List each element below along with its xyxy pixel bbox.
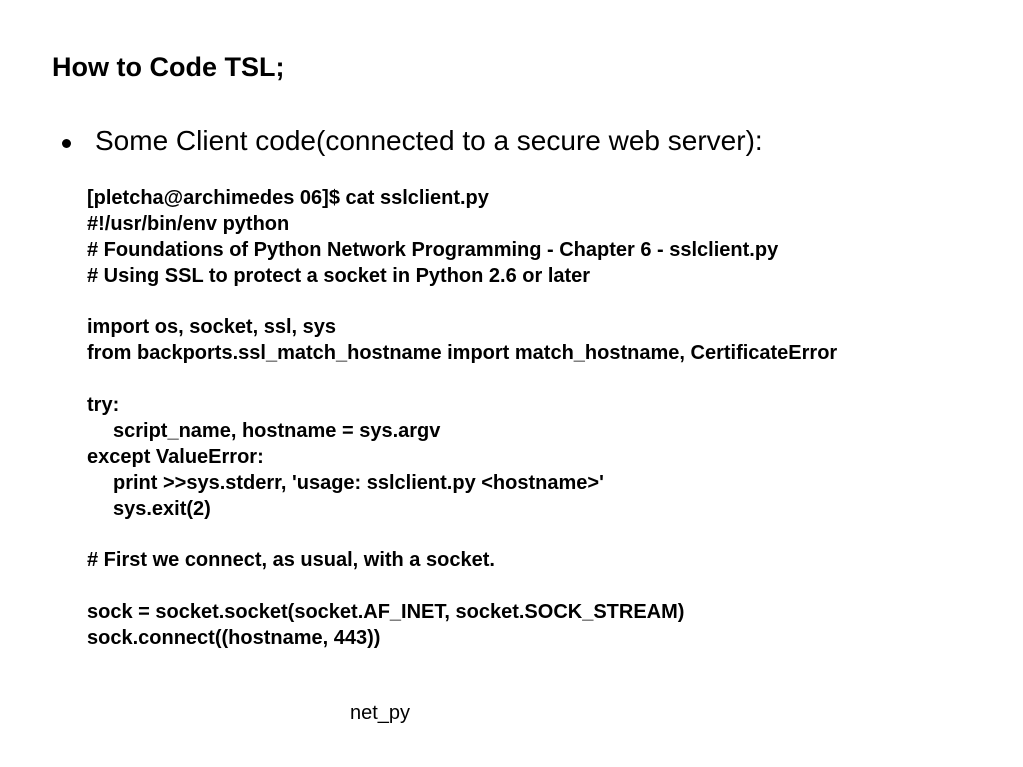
code-line: # Foundations of Python Network Programm… <box>87 238 779 261</box>
code-line: sock.connect((hostname, 443)) <box>87 627 381 650</box>
code-line-indented: sys.exit(2) <box>113 497 211 520</box>
code-line: except ValueError: <box>87 445 264 468</box>
slide-title: How to Code TSL; <box>52 52 285 82</box>
code-line: #!/usr/bin/env python <box>87 212 290 235</box>
code-line: sock = socket.socket(socket.AF_INET, soc… <box>87 601 685 624</box>
code-line: # Using SSL to protect a socket in Pytho… <box>87 264 591 287</box>
bullet-text: Some Client code(connected to a secure w… <box>95 125 763 156</box>
code-line: try: <box>87 394 120 417</box>
slide-footer: net_py <box>350 702 411 724</box>
bullet-dot-icon <box>62 139 71 148</box>
blank-line <box>87 523 837 549</box>
blank-line <box>87 290 837 316</box>
code-line-indented: print >>sys.stderr, 'usage: sslclient.py… <box>113 471 604 494</box>
blank-line <box>87 574 837 600</box>
blank-line <box>87 367 837 393</box>
code-line: from backports.ssl_match_hostname import… <box>87 342 838 365</box>
code-listing: [pletcha@archimedes 06]$ cat sslclient.p… <box>87 186 837 652</box>
code-line-indented: script_name, hostname = sys.argv <box>113 420 441 443</box>
code-line: # First we connect, as usual, with a soc… <box>87 549 495 572</box>
code-line: [pletcha@archimedes 06]$ cat sslclient.p… <box>87 187 489 209</box>
code-line: import os, socket, ssl, sys <box>87 316 336 339</box>
